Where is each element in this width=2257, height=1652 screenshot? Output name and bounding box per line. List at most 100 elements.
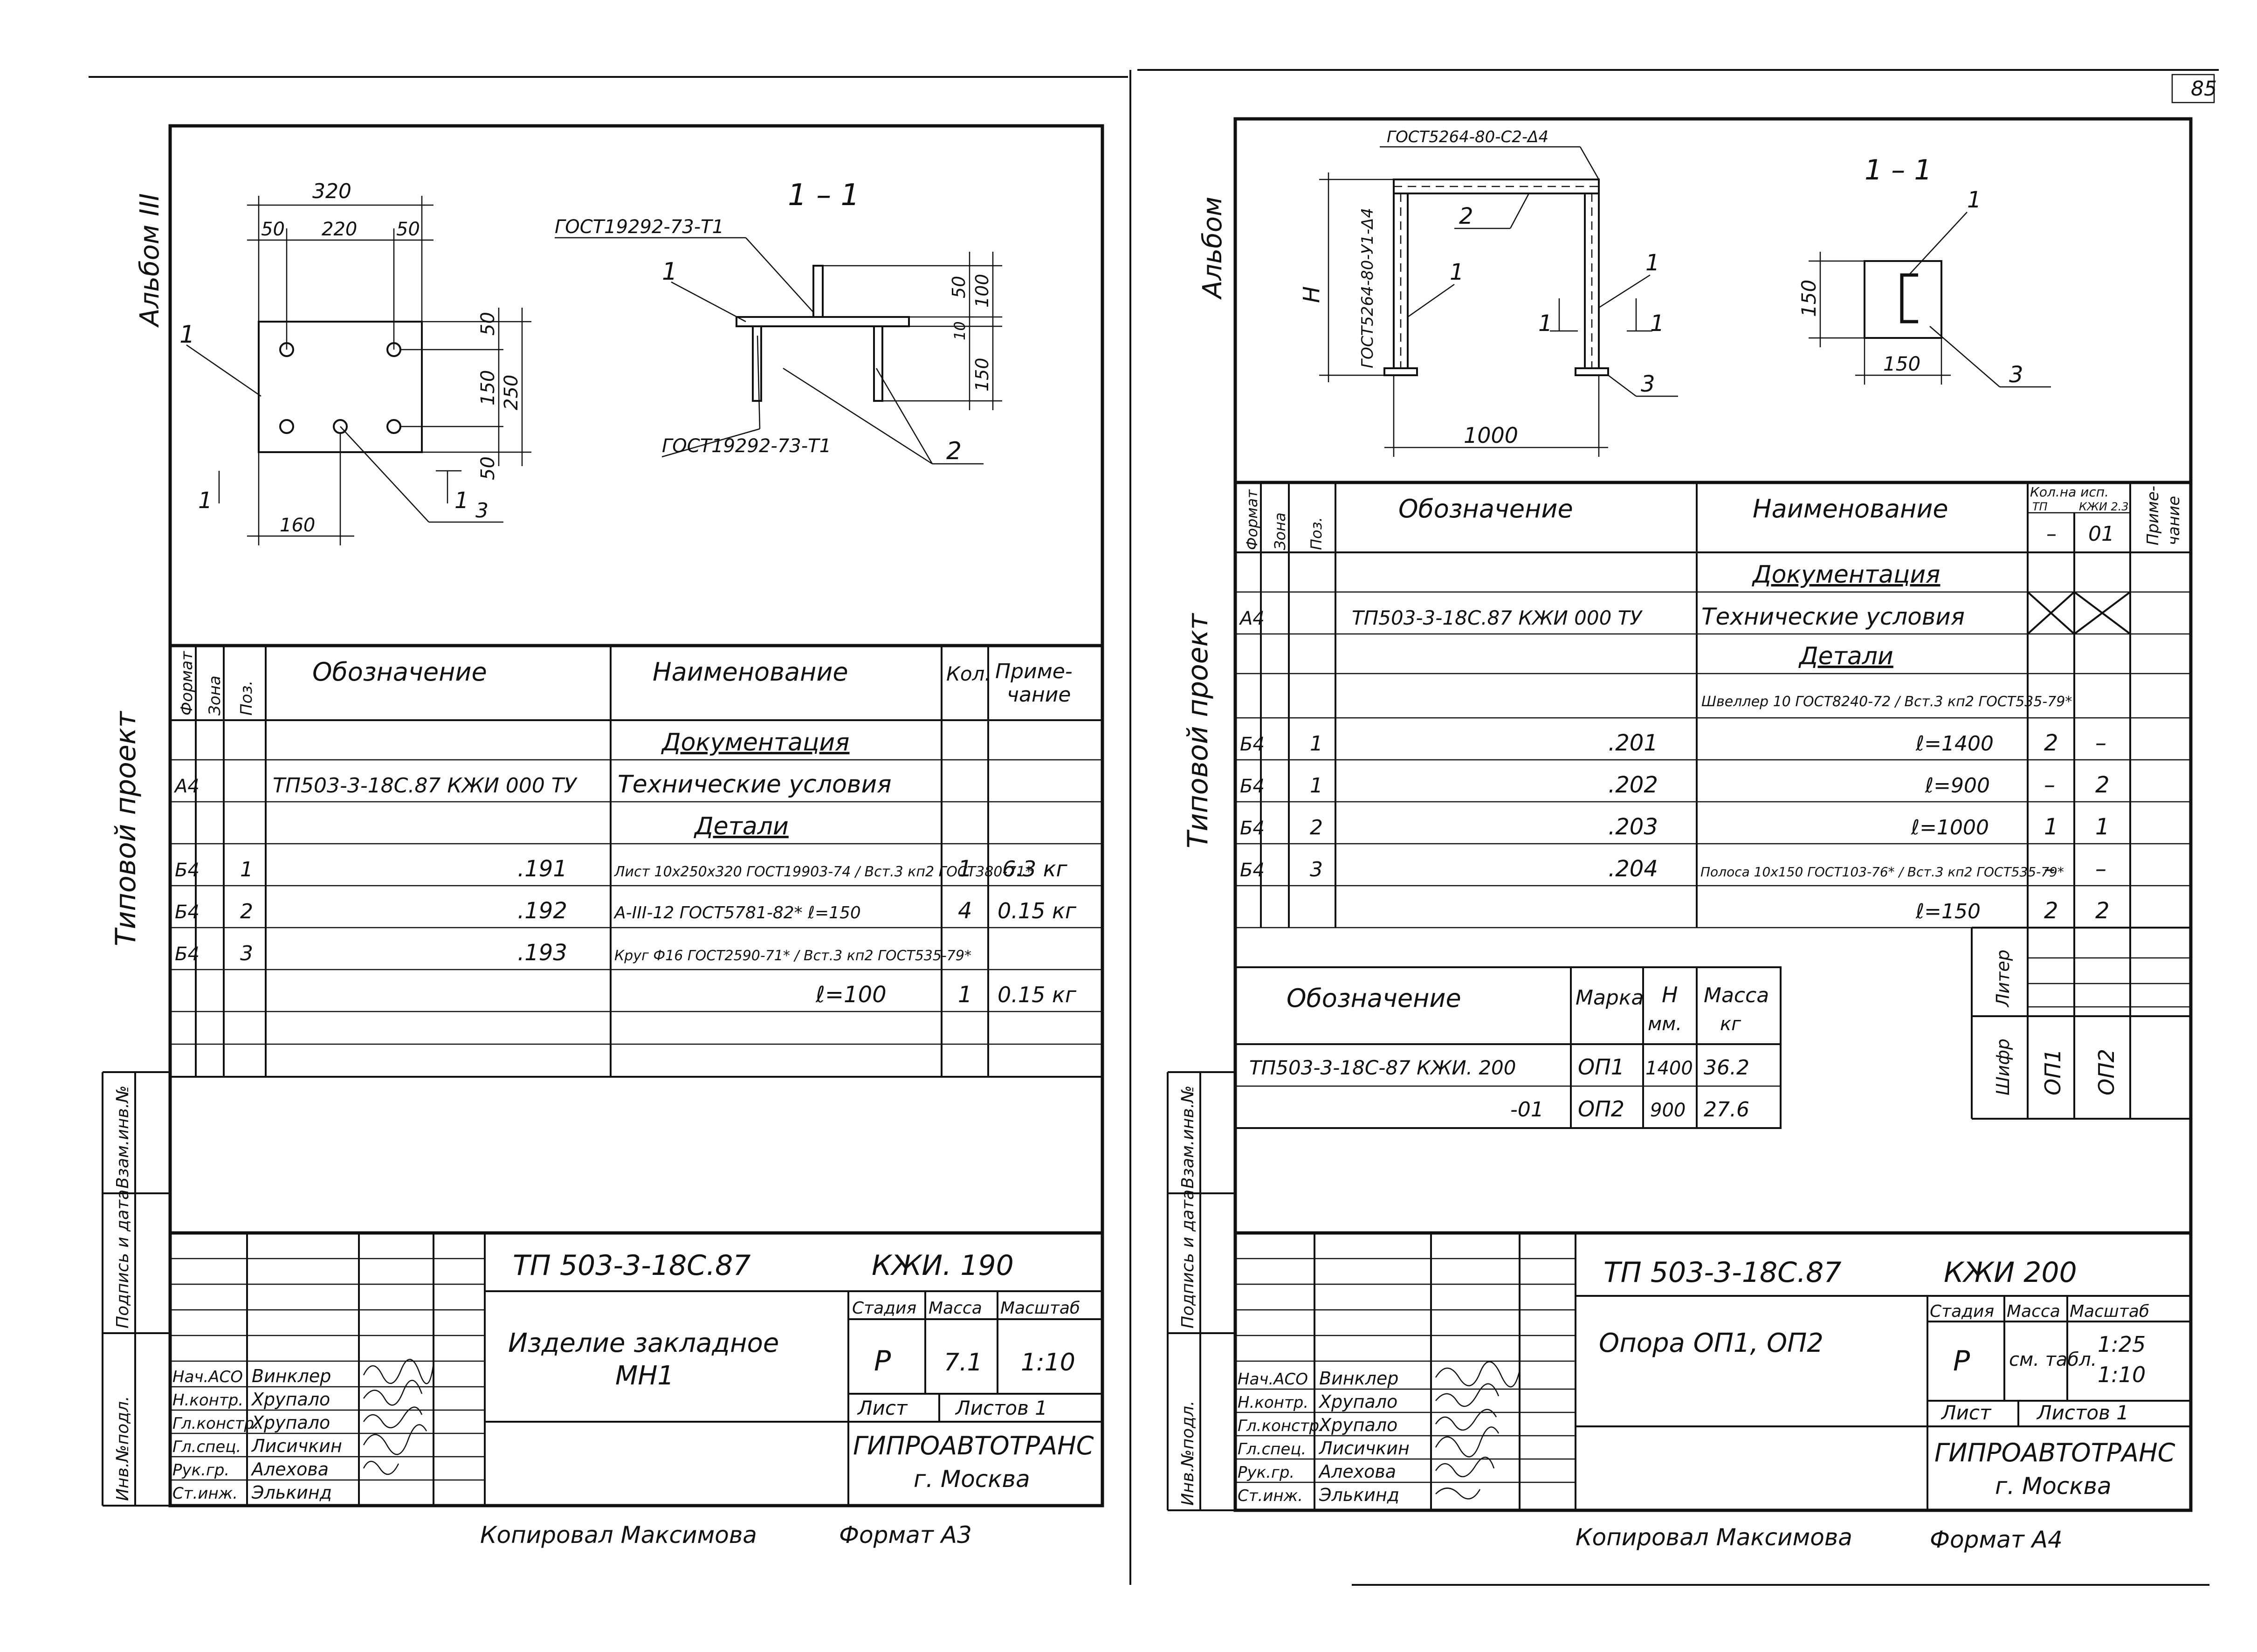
table-row: ℓ=150 2 2: [1915, 898, 2110, 924]
svg-text:1: 1: [958, 856, 972, 882]
right-sheet: Альбом Типовой проект Инв.№подл. Подпись…: [1167, 117, 2209, 1586]
svg-text:Б4: Б4: [1240, 776, 1265, 797]
left-stamp-signature: Подпись и дата: [113, 1190, 132, 1328]
signature: [363, 1380, 423, 1406]
svg-text:Винклер: Винклер: [252, 1366, 331, 1386]
svg-text:2: 2: [1310, 816, 1323, 840]
right-spec-table: Формат Зона Поз. Обозначение Наименовани…: [1235, 481, 2191, 1120]
svg-text:Гл.спец.: Гл.спец.: [172, 1438, 241, 1456]
svg-text:Гл.спец.: Гл.спец.: [1238, 1440, 1306, 1459]
right-footer-format: Формат А4: [1930, 1526, 2063, 1553]
svg-text:Масса: Масса: [929, 1299, 982, 1318]
svg-text:3: 3: [1310, 858, 1323, 881]
svg-text:2: 2: [240, 900, 253, 923]
right-channel: Швеллер 10 ГОСТ8240-72 / Вст.3 кп2 ГОСТ5…: [1701, 694, 2072, 710]
svg-text:1: 1: [240, 858, 253, 881]
frame-leader-1b: 1: [1645, 250, 1660, 276]
left-album-label: Альбом III: [135, 193, 165, 328]
left-h-format: Формат: [178, 651, 196, 716]
left-doc-designation: ТП503-3-18С.87 КЖИ 000 ТУ: [273, 774, 578, 798]
svg-text:1400: 1400: [1645, 1058, 1693, 1079]
svg-text:ℓ=150: ℓ=150: [1915, 900, 1981, 923]
svg-text:ℓ=900: ℓ=900: [1925, 774, 1990, 798]
svg-text:Рук.гр.: Рук.гр.: [172, 1461, 229, 1480]
svg-text:ТП503-3-18С.87 КЖИ 000 ТУ: ТП503-3-18С.87 КЖИ 000 ТУ: [1352, 606, 1643, 629]
plan-leader-3: 3: [475, 499, 489, 523]
svg-text:Листов 1: Листов 1: [955, 1397, 1047, 1419]
svg-text:Полоса 10х150 ГОСТ103-76* / Вс: Полоса 10х150 ГОСТ103-76* / Вст.3 кп2 ГО…: [1700, 864, 2064, 880]
left-footer-format: Формат А3: [839, 1521, 972, 1549]
svg-text:1: 1: [2095, 814, 2110, 840]
signature: [1435, 1383, 1500, 1407]
dim-r150: 150: [477, 370, 499, 406]
svg-text:Стадия: Стадия: [1930, 1302, 1994, 1321]
right-stamp-replace: Взам.инв.№: [1178, 1085, 1197, 1189]
right-h-pos: Поз.: [1307, 517, 1325, 550]
svg-text:.204: .204: [1608, 856, 1658, 882]
svg-text:Нач.АСО: Нач.АСО: [172, 1368, 243, 1386]
svg-text:.191: .191: [517, 856, 567, 882]
svg-text:0.15 кг: 0.15 кг: [998, 982, 1077, 1007]
frame-leader-2: 2: [1459, 203, 1473, 229]
svg-text:4: 4: [958, 898, 972, 924]
table-row: Б4 3 .204 Полоса 10х150 ГОСТ103-76* / Вс…: [1240, 856, 2106, 882]
right-mass: см. табл.: [2009, 1349, 2097, 1370]
left-title-line1: Изделие закладное: [508, 1328, 779, 1358]
signature: [1435, 1361, 1521, 1388]
svg-text:Лисичкин: Лисичкин: [1318, 1438, 1410, 1459]
signature: [363, 1359, 434, 1384]
svg-text:Хрупало: Хрупало: [1318, 1391, 1397, 1412]
table-row: Б4 1 .191 Лист 10х250х320 ГОСТ19903-74 /…: [175, 856, 1068, 882]
left-plan-view: 320 50 220 50 50 150 250 50 160 1 3: [179, 179, 531, 545]
svg-text:Гл.констр.: Гл.констр.: [172, 1414, 259, 1433]
svg-text:Н.контр.: Н.контр.: [172, 1391, 243, 1410]
svg-text:Б4: Б4: [1240, 860, 1265, 881]
svg-text:6.3 кг: 6.3 кг: [1002, 856, 1068, 881]
svg-text:–: –: [2095, 730, 2106, 756]
left-footer-copied: Копировал Максимова: [480, 1521, 757, 1549]
svg-text:Масса: Масса: [1704, 984, 1769, 1007]
svg-text:Винклер: Винклер: [1319, 1368, 1398, 1389]
right-shifr: Шифр: [1993, 1039, 2013, 1095]
right-section-view: 1 – 1 1 150 150 3: [1797, 154, 2051, 388]
svg-text:Н.контр.: Н.контр.: [1238, 1393, 1308, 1412]
svg-text:кг: кг: [1720, 1013, 1741, 1035]
right-stamp-inv: Инв.№подл.: [1178, 1401, 1197, 1506]
section-leader-2: 2: [946, 437, 962, 465]
sec-dim-150: 150: [972, 358, 992, 392]
left-h-designation: Обозначение: [312, 657, 487, 687]
svg-text:КЖИ 2.3: КЖИ 2.3: [2079, 500, 2129, 513]
dim-50-b: 50: [396, 219, 420, 240]
svg-text:2: 2: [2095, 898, 2110, 924]
svg-text:.192: .192: [517, 898, 567, 924]
svg-text:ТП503-3-18С-87 КЖИ. 200: ТП503-3-18С-87 КЖИ. 200: [1249, 1056, 1516, 1079]
right-doc-code: ТП 503-3-18С.87: [1603, 1256, 1842, 1289]
right-mark: КЖИ 200: [1944, 1256, 2077, 1289]
svg-text:Хрупало: Хрупало: [1318, 1415, 1397, 1435]
left-city: г. Москва: [914, 1466, 1030, 1493]
dim-r250: 250: [501, 375, 522, 410]
table-row: Б4 1 .202 ℓ=900 – 2: [1240, 772, 2110, 798]
svg-text:ОП1: ОП1: [1578, 1054, 1624, 1080]
frame-cut-left: 1: [1538, 310, 1553, 337]
table-row: Б4 2 .203 ℓ=1000 1 1: [1240, 814, 2110, 840]
svg-text:Лист: Лист: [857, 1397, 908, 1419]
left-stamp-replace: Взам.инв.№: [113, 1085, 132, 1189]
left-section-title: 1 – 1: [788, 178, 860, 213]
signature: [1435, 1456, 1495, 1478]
left-frame: [168, 124, 1104, 1507]
svg-text:Масса: Масса: [2007, 1302, 2060, 1321]
gost-bottom: ГОСТ19292-73-Т1: [662, 435, 831, 457]
dim-1000: 1000: [1464, 423, 1518, 448]
svg-text:ℓ=1400: ℓ=1400: [1915, 732, 1994, 756]
sec-dim-100: 100: [972, 274, 992, 308]
svg-text:.193: .193: [517, 940, 567, 966]
left-org: ГИПРОАВТОТРАНС: [853, 1431, 1094, 1460]
right-section-leader-1: 1: [1967, 187, 1982, 213]
svg-text:3: 3: [240, 942, 253, 965]
svg-text:чание: чание: [2165, 496, 2183, 545]
table-row: Б4 3 .193 Круг Ф16 ГОСТ2590-71* / Вст.3 …: [175, 940, 971, 966]
table-row: Б4 2 .192 А-III-12 ГОСТ5781-82* ℓ=150 4 …: [175, 898, 1077, 924]
left-side-label: Типовой проект: [110, 710, 142, 946]
